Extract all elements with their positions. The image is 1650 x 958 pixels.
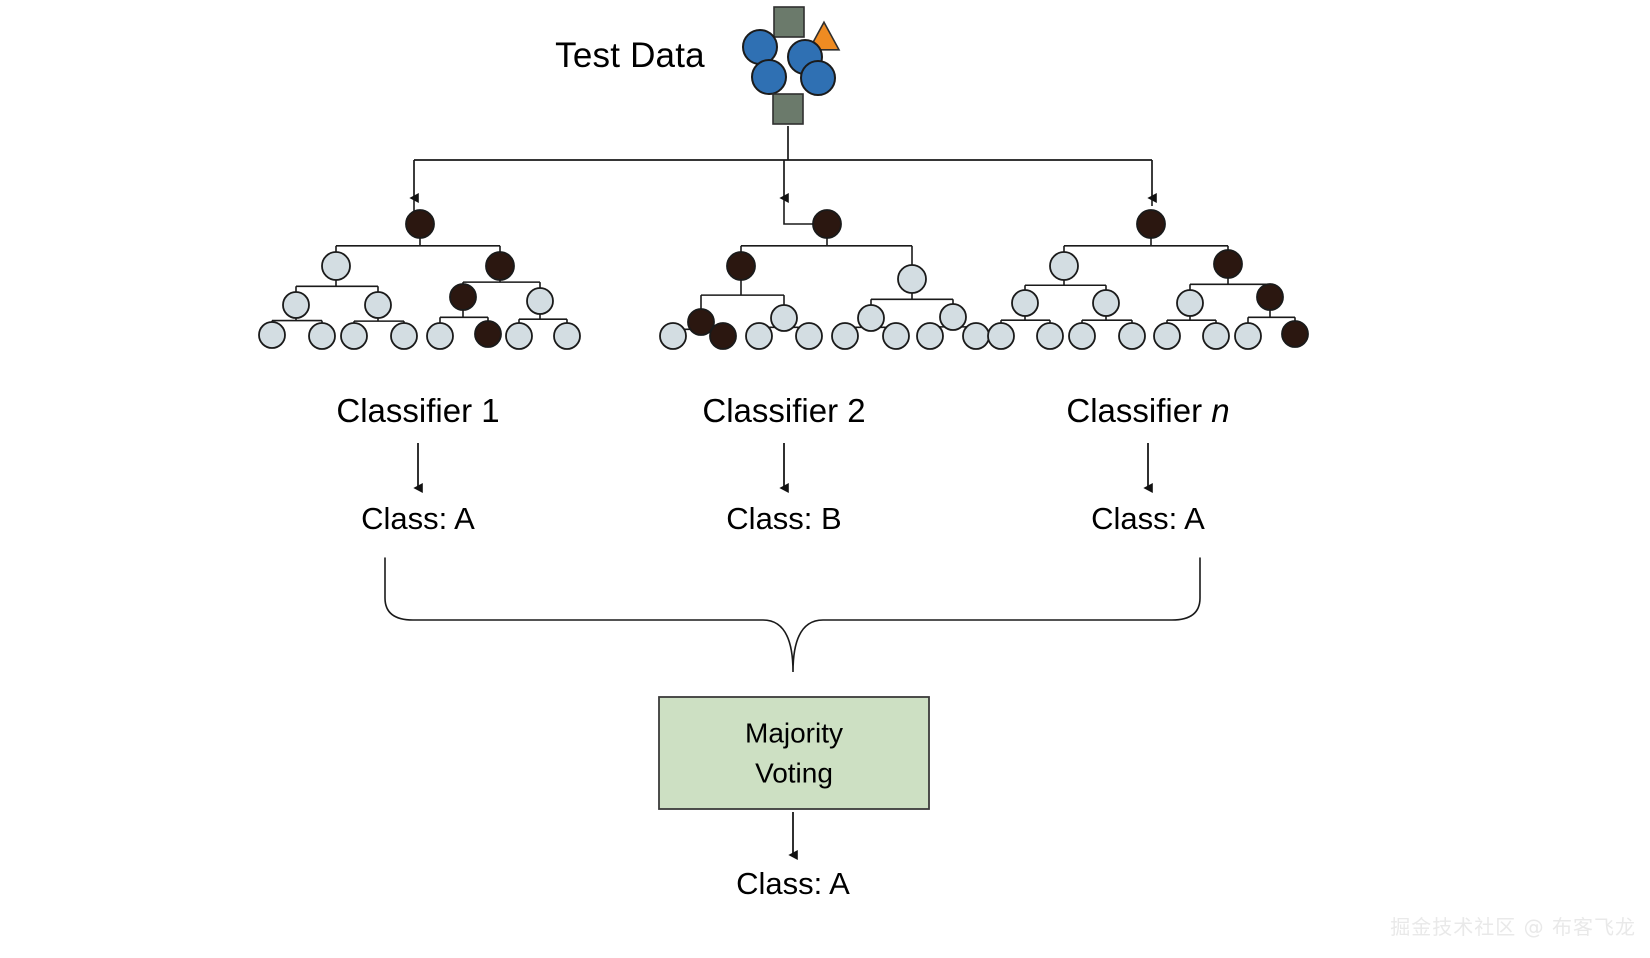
tree-2-node-level3-3-light <box>745 322 773 350</box>
tree-2-node-level0-1-dark <box>812 209 842 239</box>
tree-1-node-level3-5-light <box>426 322 454 350</box>
tree-2 <box>659 200 990 350</box>
tree-1-prediction: Class: A <box>361 501 475 536</box>
tree-2-root-link <box>783 206 814 225</box>
tree-3-label-index: n <box>1211 392 1230 429</box>
tree-2-node-level3-1-light <box>659 322 687 350</box>
tree-2-node-level3-7-light <box>916 322 944 350</box>
majority-voting-line-1: Majority <box>744 717 844 749</box>
tree-3-node-level2-4-dark <box>1256 283 1284 311</box>
test-data-shapes <box>742 6 841 125</box>
tree-1-node-level1-1-light <box>321 251 351 281</box>
tree-3-node-level1-2-dark <box>1213 249 1243 279</box>
tree-3-node-level3-1-light <box>987 322 1015 350</box>
tree-3-label: Classifier n <box>1066 392 1229 430</box>
tree-2-node-level3-4-light <box>795 322 823 350</box>
tree-1-node-level3-2-light <box>308 322 336 350</box>
test-data-label: Test Data <box>555 36 705 75</box>
tree-3-label-prefix: Classifier <box>1066 392 1212 429</box>
tree-2-label: Classifier 2 <box>702 392 866 429</box>
triangle <box>807 20 841 51</box>
tree-2-node-level3-8-light <box>962 322 990 350</box>
tree-3-edge-bus-l2-4 <box>1248 310 1295 319</box>
tree-2-node-level2-1-dark <box>687 308 715 336</box>
tree-2-node-level2-4-light <box>939 303 967 331</box>
tree-3-node-level3-4-light <box>1118 322 1146 350</box>
tree-3-node-level1-1-light <box>1049 251 1079 281</box>
tree-1-node-level2-1-light <box>282 291 310 319</box>
tree-1-node-level3-4-light <box>390 322 418 350</box>
tree-2-node-level2-2-light <box>770 304 798 332</box>
tree-2-node-level1-1-dark <box>726 251 756 281</box>
tree-2-node-level3-6-light <box>882 322 910 350</box>
tree-3-node-level0-1-dark <box>1136 209 1166 239</box>
watermark-text: 掘金技术社区 @ 布客飞龙 <box>1390 915 1636 939</box>
tree-2-node-level3-5-light <box>831 322 859 350</box>
distributor-bus <box>414 126 1152 161</box>
tree-3-node-level3-7-light <box>1234 322 1262 350</box>
tree-1-node-level3-7-light <box>505 322 533 350</box>
tree-1-node-level2-2-light <box>364 291 392 319</box>
merge-brace-path <box>384 557 1201 673</box>
square-bottom <box>772 93 804 125</box>
tree-2-node-level2-3-light <box>857 304 885 332</box>
tree-3-prediction: Class: A <box>1091 501 1205 536</box>
square-top <box>773 6 805 38</box>
tree-2-edge-bus-l1-1 <box>701 279 784 296</box>
tree-1-node-level0-1-dark <box>405 209 435 239</box>
tree-3-node-level2-3-light <box>1176 289 1204 317</box>
tree-2-node-level1-2-light <box>897 264 927 294</box>
tree-3-node-level3-2-light <box>1036 322 1064 350</box>
tree-1-node-level3-1-light <box>258 321 286 349</box>
tree-1-node-level3-6-dark <box>474 320 502 348</box>
final-prediction-label: Class: A <box>736 866 850 901</box>
circle-left <box>742 29 778 65</box>
tree-1-label: Classifier 1 <box>336 392 500 429</box>
tree-1-node-level3-8-light <box>553 322 581 350</box>
tree-1-node-level1-2-dark <box>485 251 515 281</box>
tree-1-edge-bus-l2-4 <box>519 314 567 320</box>
majority-voting-shape <box>658 696 930 810</box>
fan-out-connector <box>409 126 1157 203</box>
majority-voting-line-2: Voting <box>755 757 833 788</box>
circle-far-right <box>800 60 836 96</box>
tree-3-node-level2-2-light <box>1092 289 1120 317</box>
tree-3 <box>987 200 1309 350</box>
decision-trees-layer <box>258 200 1309 350</box>
tree-3-node-level3-3-light <box>1068 322 1096 350</box>
tree-1-node-level2-4-light <box>526 287 554 315</box>
tree-1 <box>258 200 581 350</box>
tree-3-edge-bus-l0 <box>1064 237 1228 247</box>
merge-brace <box>384 557 1201 673</box>
circle-mid <box>751 59 787 95</box>
tree-1-edge-bus-l2-3 <box>440 310 488 319</box>
tree-3-node-level3-8-dark <box>1281 320 1309 348</box>
tree-3-node-level3-6-light <box>1202 322 1230 350</box>
tree-3-node-level3-5-light <box>1153 322 1181 350</box>
tree-2-node-level3-2-dark <box>709 322 737 350</box>
tree-3-node-level2-1-light <box>1011 289 1039 317</box>
tree-1-node-level3-3-light <box>340 322 368 350</box>
tree-2-prediction: Class: B <box>726 501 842 536</box>
majority-voting-rect[interactable] <box>658 696 930 810</box>
tree-1-node-level2-3-dark <box>449 283 477 311</box>
classifier-arrows <box>413 443 1153 493</box>
